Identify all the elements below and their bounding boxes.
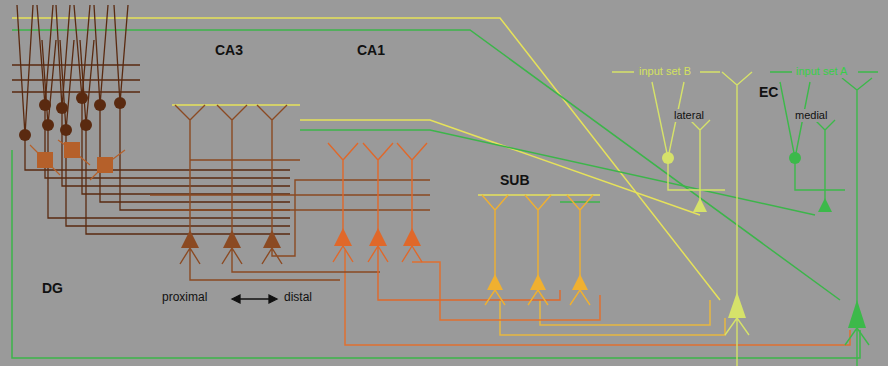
region-label: CA1 <box>355 42 387 58</box>
subregion-label: medial <box>793 109 829 122</box>
input-label: input set B <box>637 65 693 78</box>
region-label: EC <box>757 84 780 100</box>
axis-label: proximal <box>160 291 209 305</box>
input-label: input set A <box>794 65 849 78</box>
region-label: SUB <box>498 172 532 188</box>
subregion-label: lateral <box>672 109 706 122</box>
region-label: CA3 <box>213 42 245 58</box>
region-label: DG <box>40 280 65 296</box>
axis-label: distal <box>282 291 314 305</box>
